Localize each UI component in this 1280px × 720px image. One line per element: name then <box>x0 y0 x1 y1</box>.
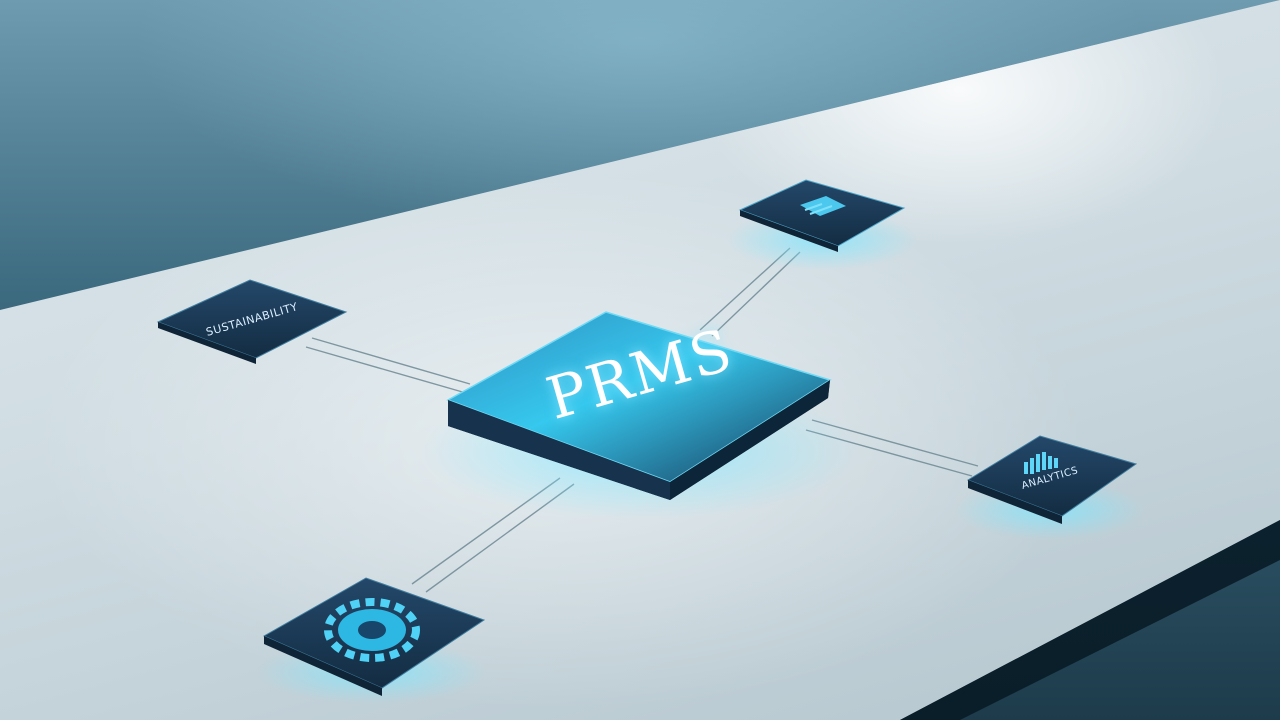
bottom-left-node[interactable] <box>262 577 486 696</box>
right-node[interactable] <box>966 435 1138 524</box>
bar-chart-icon <box>1024 452 1058 474</box>
left-node[interactable] <box>156 279 348 364</box>
connector-left-b <box>305 346 467 394</box>
center-module[interactable] <box>446 311 832 500</box>
document-icon <box>800 196 846 216</box>
top-right-node[interactable] <box>738 179 906 252</box>
connector-left-a <box>311 337 471 385</box>
gear-icon <box>324 598 420 662</box>
